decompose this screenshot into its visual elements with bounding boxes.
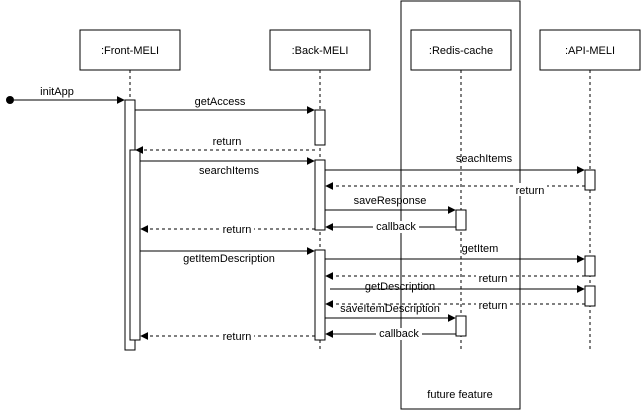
participant-front-label: :Front-MELI	[101, 45, 159, 57]
frame-label: future feature	[427, 389, 492, 401]
activation-redis-save	[455, 209, 467, 231]
msg-callback-save-desc-label: callback	[379, 328, 419, 340]
msg-init-app-label: initApp	[40, 86, 74, 98]
participant-back-label: :Back-MELI	[292, 45, 349, 57]
future-feature-frame	[400, 0, 521, 410]
msg-return-item-label: return	[479, 273, 508, 285]
activation-back-detail	[314, 249, 326, 341]
activation-front-inner	[129, 149, 141, 341]
activation-api-search	[584, 169, 596, 191]
participant-redis-label: :Redis-cache	[429, 45, 493, 57]
msg-search-items-label: searchItems	[199, 165, 259, 177]
activation-api-desc	[584, 285, 596, 307]
msg-callback-save-label: callback	[376, 221, 416, 233]
participant-front	[79, 29, 181, 71]
msg-save-item-description-label: saveItemDescription	[340, 303, 440, 315]
msg-return-api-search-label: return	[516, 185, 545, 197]
participant-api	[539, 29, 641, 71]
msg-get-description-label: getDescription	[365, 281, 435, 293]
participant-redis	[410, 29, 512, 71]
msg-get-access-label: getAccess	[195, 96, 246, 108]
activation-api-item	[584, 255, 596, 277]
participant-api-label: :API-MELI	[565, 45, 615, 57]
activation-back-search	[314, 159, 326, 231]
activation-back-access	[314, 109, 326, 146]
msg-return-final-label: return	[223, 331, 252, 343]
msg-seach-items-label: seachItems	[456, 153, 513, 165]
msg-return-access-label: return	[213, 136, 242, 148]
msg-return-description-label: return	[479, 300, 508, 312]
msg-save-response-label: saveResponse	[354, 195, 427, 207]
participant-back	[269, 29, 371, 71]
msg-return-search-label: return	[223, 224, 252, 236]
activation-redis-save-desc	[455, 315, 467, 337]
msg-get-item-description-label: getItemDescription	[183, 253, 275, 265]
initial-state-dot	[6, 96, 14, 104]
msg-get-item-label: getItem	[462, 243, 499, 255]
